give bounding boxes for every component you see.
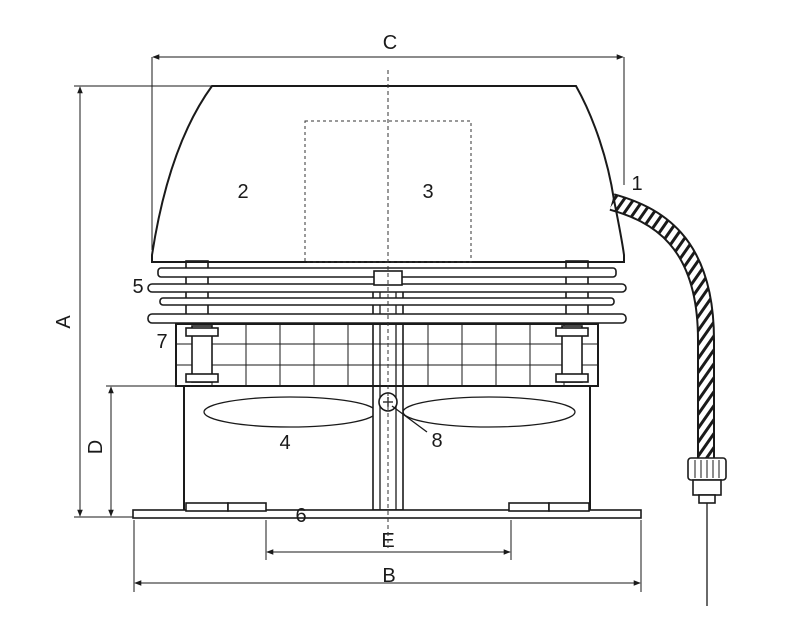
base-foot-right-1 [508, 502, 550, 512]
base-foot-right-2 [548, 502, 590, 512]
dimension-a: A [53, 85, 212, 518]
support-plate-4 [147, 313, 627, 324]
dimension-label-c: C [383, 32, 397, 54]
protective-grid [175, 323, 599, 387]
impeller-blade-left [203, 396, 377, 428]
cable-gland-tail [698, 494, 716, 504]
part-label-6: 6 [295, 505, 306, 527]
dimension-b: B [133, 520, 642, 592]
support-plates [147, 260, 627, 325]
part-label-3: 3 [422, 181, 433, 203]
part-label-5: 5 [132, 276, 143, 298]
dimension-label-b: B [382, 565, 395, 587]
support-plate-3 [159, 297, 615, 306]
part-label-1: 1 [631, 173, 642, 195]
cable-gland-body [692, 479, 722, 496]
base-foot-left-2 [227, 502, 267, 512]
base-foot-left-1 [185, 502, 229, 512]
flexible-cable-conduit [609, 193, 727, 606]
impeller-blade-right [402, 396, 576, 428]
dimension-d: D [85, 385, 178, 517]
part-label-8: 8 [431, 430, 442, 452]
part-label-7: 7 [156, 331, 167, 353]
dimension-label-a: A [53, 315, 75, 329]
center-nut [373, 270, 403, 286]
dimension-c: C [151, 32, 625, 250]
part-label-2: 2 [237, 181, 248, 203]
base-plate [132, 502, 642, 519]
dimension-label-d: D [85, 440, 107, 454]
part-label-4: 4 [279, 432, 290, 454]
